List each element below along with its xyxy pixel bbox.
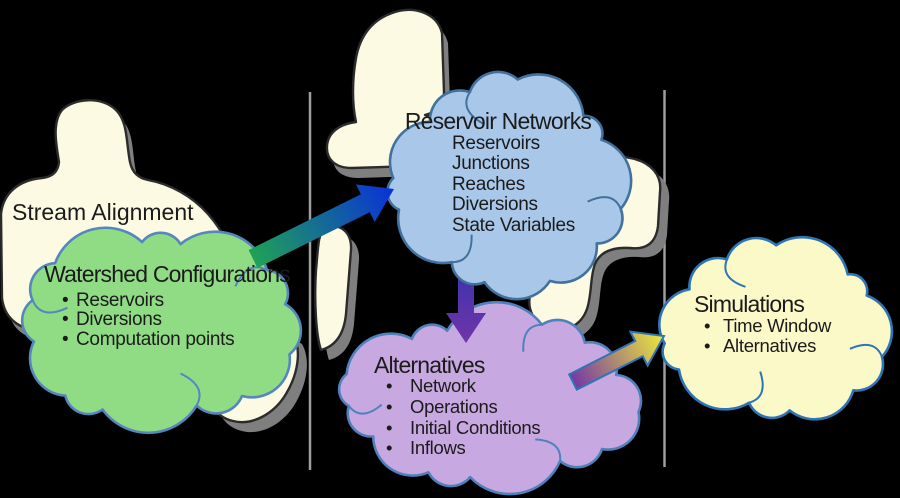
alternatives-item-list: Network Operations Initial Conditions In…	[386, 375, 541, 459]
reservoir-networks-title: Reservoir Networks	[404, 108, 592, 134]
list-item: Inflows	[386, 438, 540, 459]
simulations-title: Simulations	[694, 291, 805, 317]
list-item: Reaches	[452, 173, 525, 195]
list-item: Junctions	[452, 153, 530, 175]
simulations-item-list: Time Window Alternatives	[704, 316, 831, 355]
watershed-item-list: Reservoirs Diversions Computation points	[62, 291, 235, 350]
stream-alignment-label: Stream Alignment	[12, 199, 194, 225]
cloud-reservoir-networks	[386, 70, 633, 301]
alternatives-title: Alternatives	[374, 352, 485, 378]
list-item: Network	[386, 375, 540, 397]
phase-dividers	[308, 90, 666, 470]
list-item: Time Window	[704, 316, 831, 336]
list-item: Reservoirs	[62, 291, 234, 311]
list-item: Diversions	[62, 310, 234, 330]
list-item: State Variables	[452, 214, 575, 236]
list-item: Alternatives	[704, 335, 831, 356]
arrow-alternatives-to-simulations	[567, 330, 666, 391]
list-item: Operations	[386, 396, 540, 418]
arrow-watershed-to-networks	[248, 184, 394, 268]
cloud-reservoir-networks-inner-arcs	[451, 91, 622, 264]
list-item: Initial Conditions	[386, 417, 541, 439]
reservoir-networks-item-list: Reservoirs Junctions Reaches Diversions …	[452, 133, 575, 236]
list-item: Computation points	[62, 329, 235, 349]
list-item: Reservoirs	[452, 133, 540, 154]
cloud-simulations-inner-arcs	[724, 259, 883, 404]
list-item: Diversions	[452, 194, 538, 216]
watershed-title: Watershed Configurations	[44, 261, 291, 287]
arrow-networks-to-alternatives	[446, 246, 486, 343]
